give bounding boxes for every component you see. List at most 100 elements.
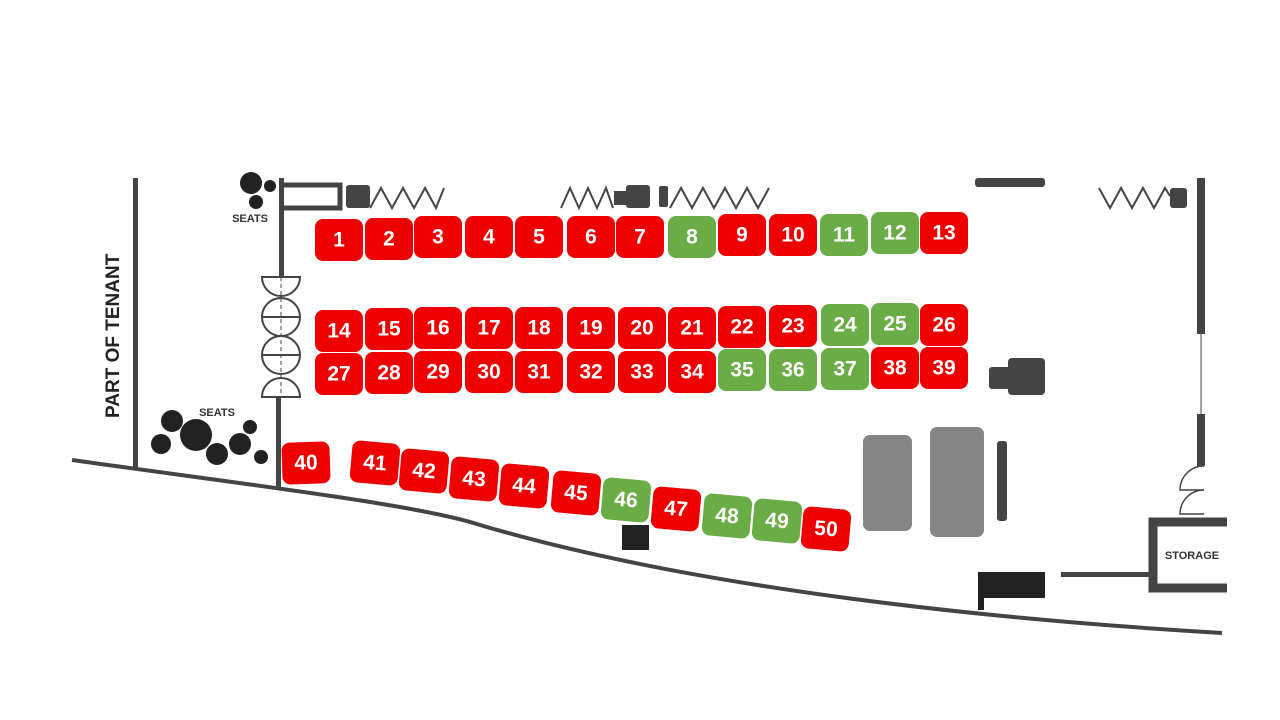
booth-tile[interactable] [800, 506, 852, 552]
booth-tile[interactable] [281, 441, 331, 485]
booth-17[interactable]: 17 [465, 307, 513, 349]
booth-1[interactable]: 1 [315, 219, 363, 261]
booth-tile[interactable] [751, 498, 803, 544]
booth-11[interactable]: 11 [820, 214, 868, 256]
booth-30[interactable]: 30 [465, 351, 513, 393]
booth-tile[interactable] [567, 351, 615, 393]
booth-48[interactable]: 48 [701, 493, 753, 539]
booth-tile[interactable] [315, 353, 363, 395]
booth-tile[interactable] [414, 216, 462, 258]
booth-tile[interactable] [365, 308, 413, 350]
booth-42[interactable]: 42 [398, 448, 450, 494]
booth-29[interactable]: 29 [414, 351, 462, 393]
booth-tile[interactable] [618, 351, 666, 393]
booth-tile[interactable] [920, 304, 968, 346]
booth-tile[interactable] [414, 307, 462, 349]
booth-14[interactable]: 14 [315, 310, 363, 352]
booth-tile[interactable] [769, 305, 817, 347]
booth-32[interactable]: 32 [567, 351, 615, 393]
booth-tile[interactable] [920, 212, 968, 254]
booth-tile[interactable] [465, 216, 513, 258]
booth-5[interactable]: 5 [515, 216, 563, 258]
booth-tile[interactable] [821, 348, 869, 390]
booth-44[interactable]: 44 [498, 463, 550, 509]
booth-tile[interactable] [718, 214, 766, 256]
booth-9[interactable]: 9 [718, 214, 766, 256]
booth-tile[interactable] [920, 347, 968, 389]
booth-tile[interactable] [718, 349, 766, 391]
booth-tile[interactable] [398, 448, 450, 494]
booth-37[interactable]: 37 [821, 348, 869, 390]
booth-tile[interactable] [769, 349, 817, 391]
booth-tile[interactable] [414, 351, 462, 393]
booth-tile[interactable] [567, 216, 615, 258]
booth-tile[interactable] [465, 351, 513, 393]
booth-tile[interactable] [668, 307, 716, 349]
booth-tile[interactable] [871, 212, 919, 254]
booth-10[interactable]: 10 [769, 214, 817, 256]
booth-46[interactable]: 46 [600, 477, 652, 523]
booth-15[interactable]: 15 [365, 308, 413, 350]
booth-20[interactable]: 20 [618, 307, 666, 349]
booth-tile[interactable] [616, 216, 664, 258]
booth-tile[interactable] [465, 307, 513, 349]
booth-31[interactable]: 31 [515, 351, 563, 393]
booth-tile[interactable] [769, 214, 817, 256]
booth-tile[interactable] [618, 307, 666, 349]
booth-tile[interactable] [600, 477, 652, 523]
booth-tile[interactable] [315, 310, 363, 352]
booth-tile[interactable] [365, 218, 413, 260]
booth-41[interactable]: 41 [349, 440, 401, 486]
booth-tile[interactable] [718, 306, 766, 348]
booth-16[interactable]: 16 [414, 307, 462, 349]
booth-23[interactable]: 23 [769, 305, 817, 347]
booth-25[interactable]: 25 [871, 303, 919, 345]
booth-tile[interactable] [515, 307, 563, 349]
booth-26[interactable]: 26 [920, 304, 968, 346]
booth-13[interactable]: 13 [920, 212, 968, 254]
booth-49[interactable]: 49 [751, 498, 803, 544]
booth-tile[interactable] [448, 456, 500, 502]
booth-27[interactable]: 27 [315, 353, 363, 395]
booth-tile[interactable] [650, 486, 702, 532]
booth-tile[interactable] [567, 307, 615, 349]
booth-tile[interactable] [515, 216, 563, 258]
booth-tile[interactable] [550, 470, 602, 516]
booth-tile[interactable] [871, 347, 919, 389]
booth-2[interactable]: 2 [365, 218, 413, 260]
booth-40[interactable]: 40 [281, 441, 331, 485]
booth-tile[interactable] [820, 214, 868, 256]
booth-21[interactable]: 21 [668, 307, 716, 349]
booth-tile[interactable] [701, 493, 753, 539]
booth-tile[interactable] [668, 216, 716, 258]
booth-28[interactable]: 28 [365, 352, 413, 394]
booth-47[interactable]: 47 [650, 486, 702, 532]
booth-tile[interactable] [668, 351, 716, 393]
booth-45[interactable]: 45 [550, 470, 602, 516]
booth-50[interactable]: 50 [800, 506, 852, 552]
booth-4[interactable]: 4 [465, 216, 513, 258]
booth-38[interactable]: 38 [871, 347, 919, 389]
booth-39[interactable]: 39 [920, 347, 968, 389]
booth-43[interactable]: 43 [448, 456, 500, 502]
booth-tile[interactable] [821, 304, 869, 346]
booth-34[interactable]: 34 [668, 351, 716, 393]
booth-tile[interactable] [315, 219, 363, 261]
booth-36[interactable]: 36 [769, 349, 817, 391]
booth-7[interactable]: 7 [616, 216, 664, 258]
booth-tile[interactable] [871, 303, 919, 345]
booth-18[interactable]: 18 [515, 307, 563, 349]
booth-35[interactable]: 35 [718, 349, 766, 391]
booth-tile[interactable] [498, 463, 550, 509]
booth-22[interactable]: 22 [718, 306, 766, 348]
booth-12[interactable]: 12 [871, 212, 919, 254]
booth-33[interactable]: 33 [618, 351, 666, 393]
booth-8[interactable]: 8 [668, 216, 716, 258]
booth-tile[interactable] [515, 351, 563, 393]
booth-tile[interactable] [349, 440, 401, 486]
booth-19[interactable]: 19 [567, 307, 615, 349]
booth-tile[interactable] [365, 352, 413, 394]
booth-24[interactable]: 24 [821, 304, 869, 346]
booth-6[interactable]: 6 [567, 216, 615, 258]
booth-3[interactable]: 3 [414, 216, 462, 258]
